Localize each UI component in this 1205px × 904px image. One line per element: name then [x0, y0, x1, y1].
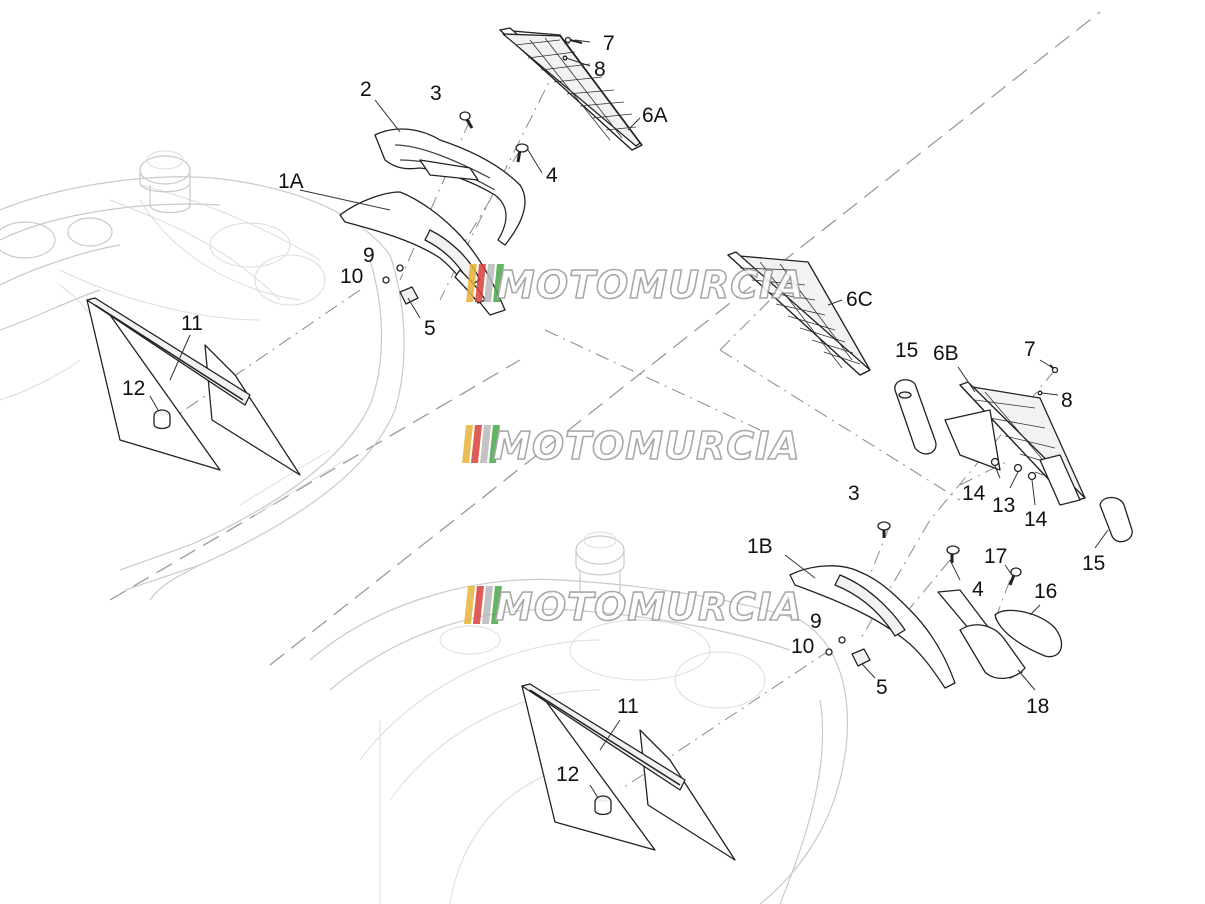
screw-3-lower [877, 521, 891, 538]
license-plate-holder-6b [944, 381, 1086, 506]
callout-4: 4 [972, 578, 984, 601]
scooter-body-upper [0, 150, 405, 601]
callout-2: 2 [360, 78, 372, 101]
screw-4-top [515, 143, 529, 163]
screw-4-lower [946, 545, 960, 563]
license-plate-grille-6a [499, 27, 643, 151]
callout-8: 8 [594, 58, 606, 81]
callout-1b: 1B [747, 535, 773, 558]
watermark-text: MOTOMURCIA [495, 585, 803, 629]
rubber-stop-part-12-top [153, 409, 171, 430]
washer-14-right [1027, 471, 1037, 481]
inner-panel-part-11-top [86, 297, 301, 476]
callout-14: 14 [962, 482, 986, 505]
callout-3: 3 [848, 482, 860, 505]
spring-9-lower [838, 636, 846, 644]
light-bracket-part-18 [937, 589, 1026, 679]
clip-5-top [399, 286, 419, 305]
callout-7: 7 [1024, 338, 1036, 361]
callout-6a: 6A [642, 104, 668, 127]
callout-10: 10 [791, 635, 814, 658]
inner-panel-part-11-lower [521, 683, 736, 861]
callout-4: 4 [546, 164, 558, 187]
watermark-logo: MOTOMURCIA [466, 262, 805, 308]
callout-17: 17 [984, 545, 1007, 568]
light-lens-part-16 [994, 609, 1063, 658]
callout-3: 3 [430, 82, 442, 105]
callout-8: 8 [1061, 389, 1073, 412]
scooter-body-lower [309, 531, 848, 904]
reflector-part-15-left [894, 379, 937, 455]
screw-17 [1008, 567, 1022, 586]
rear-mudguard-part-1b [789, 565, 956, 689]
section-divider-line [269, 11, 1101, 666]
rubber-stop-part-12-lower [594, 795, 612, 816]
watermark-text: MOTOMURCIA [497, 263, 805, 307]
nut-10-top [382, 276, 390, 284]
washer-8-lower [1037, 390, 1043, 396]
watermark-text: MOTOMURCIA [493, 424, 801, 468]
fuel-cap [575, 531, 625, 599]
screw-7-lower [1049, 364, 1059, 374]
license-plate-grille-6c [727, 251, 871, 376]
callout-14: 14 [1024, 508, 1048, 531]
section-divider-line [109, 359, 521, 601]
washer-14-left [990, 457, 1000, 467]
nut-10-lower [825, 648, 833, 656]
callout-18: 18 [1026, 695, 1049, 718]
callout-1a: 1A [278, 170, 304, 193]
callout-13: 13 [992, 494, 1015, 517]
callout-12: 12 [122, 377, 145, 400]
callout-6b: 6B [933, 342, 959, 365]
nut-13 [1013, 463, 1023, 473]
callout-6c: 6C [846, 288, 873, 311]
fuel-cap [139, 150, 191, 214]
callout-5: 5 [424, 317, 436, 340]
callout-10: 10 [340, 265, 363, 288]
screw-7-top [564, 36, 583, 44]
reflector-part-15-right [1099, 496, 1133, 543]
callout-16: 16 [1034, 580, 1057, 603]
watermark-logo: MOTOMURCIA [462, 423, 801, 469]
callout-15: 15 [1082, 552, 1105, 575]
watermark-logo: MOTOMURCIA [464, 584, 803, 630]
rear-cover-part-2 [374, 128, 526, 246]
callout-9: 9 [810, 610, 822, 633]
callout-12: 12 [556, 763, 579, 786]
screw-3-top [459, 111, 474, 129]
callout-11: 11 [617, 695, 639, 718]
callout-7: 7 [603, 32, 615, 55]
callout-11: 11 [181, 312, 203, 335]
callout-9: 9 [363, 244, 375, 267]
callout-leader-lines [149, 39, 1109, 799]
clip-5-lower [851, 648, 871, 667]
callout-5: 5 [876, 676, 888, 699]
spring-9-top [396, 264, 404, 272]
callout-labels: 2 3 7 8 6A 4 1A 9 10 5 11 12 6C 15 6B 7 … [122, 32, 1105, 786]
callout-15: 15 [895, 339, 918, 362]
